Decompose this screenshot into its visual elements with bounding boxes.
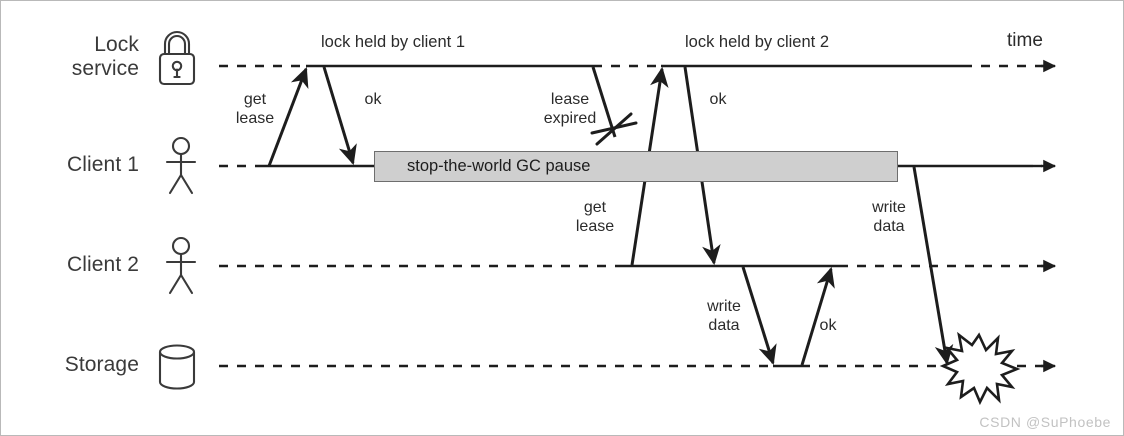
message-arrow-write-data-client-1 — [912, 166, 954, 366]
stick-figure-icon-client-1 — [161, 135, 201, 197]
message-arrow-ok-to-client-1 — [322, 66, 357, 166]
message-arrow-get-lease-client-1 — [267, 66, 309, 167]
lane-label-client-2: Client 2 — [66, 253, 139, 276]
database-cylinder-icon — [153, 341, 201, 393]
message-label-lease-expired: lease expired — [543, 91, 597, 127]
watermark: CSDN @SuPhoebe — [979, 414, 1111, 430]
padlock-icon — [151, 27, 203, 89]
stick-figure-icon-client-2 — [161, 235, 201, 297]
message-label-get-lease-client-1: get lease — [235, 91, 275, 127]
time-axis-label: time — [1007, 30, 1043, 51]
phase-label-lock-held-client-1: lock held by client 1 — [321, 33, 465, 51]
lane-label-storage: Storage — [64, 353, 139, 376]
message-label-ok-to-client-1: ok — [364, 91, 382, 108]
lane-label-client-1: Client 1 — [66, 153, 139, 176]
message-arrow-ok-from-storage — [800, 266, 835, 366]
message-arrow-write-data-client-2 — [741, 266, 777, 366]
phase-label-lock-held-client-2: lock held by client 2 — [685, 33, 829, 51]
stop-the-world-gc-pause-box: stop-the-world GC pause — [374, 151, 898, 182]
message-arrow-lease-expired — [590, 66, 638, 146]
lease-expired-line — [591, 66, 617, 138]
message-label-write-data-client-2: write data — [707, 298, 741, 334]
explosion-burst-icon — [939, 331, 1021, 406]
message-label-ok-from-storage: ok — [819, 317, 837, 334]
blocked-cross-icon — [590, 112, 638, 146]
message-label-write-data-client-1: write data — [872, 199, 906, 235]
message-label-get-lease-client-2: get lease — [575, 199, 615, 235]
gc-pause-label: stop-the-world GC pause — [407, 157, 591, 175]
lane-label-lock-service: Lock service — [71, 33, 139, 80]
message-label-ok-to-client-2: ok — [709, 91, 727, 108]
